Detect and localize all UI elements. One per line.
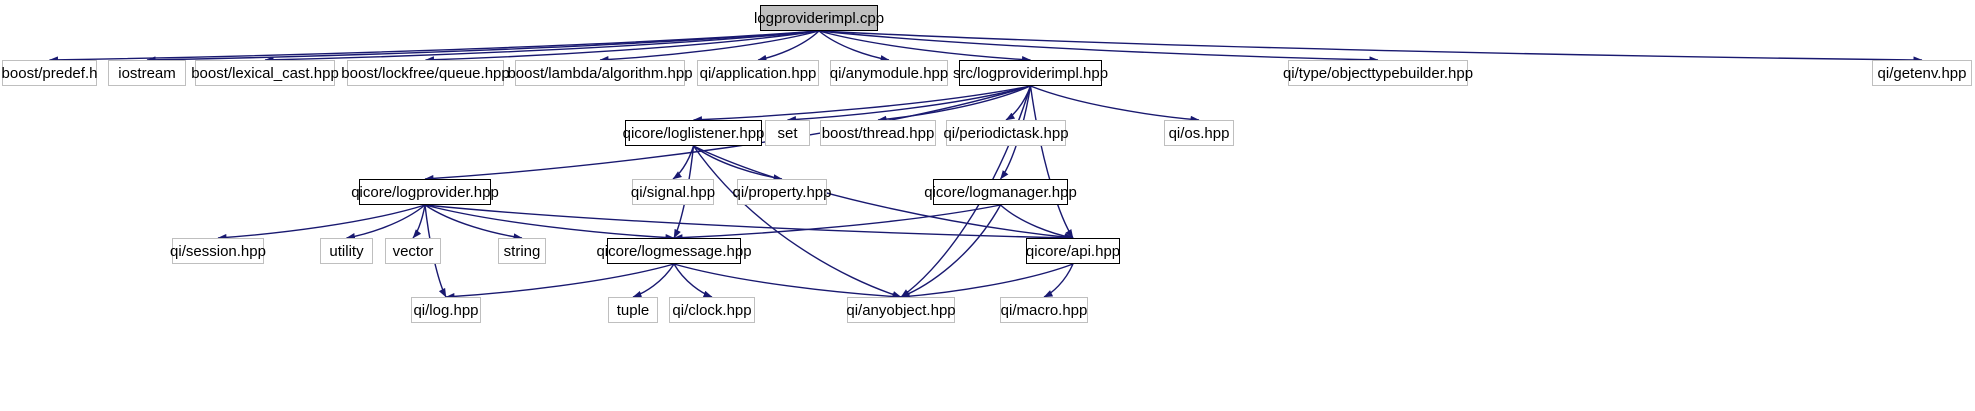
graph-edge-logproviderimpl-to-loglistener (693, 85, 1031, 124)
graph-edge-logmessage-to-log (445, 263, 675, 300)
graph-node-label: qi/os.hpp (1168, 124, 1230, 142)
graph-edge-logmanager-to-anyobject (900, 204, 1002, 298)
graph-node-macro[interactable]: qi/macro.hpp (1000, 297, 1088, 323)
graph-edge-logproviderimpl-to-thread (877, 85, 1031, 123)
graph-edge-logprovider-to-vector (412, 204, 426, 239)
graph-node-label: vector (392, 242, 434, 260)
graph-node-label: qi/signal.hpp (630, 183, 716, 201)
graph-node-predef[interactable]: boost/predef.h (2, 60, 97, 86)
graph-edge-api-to-anyobject (900, 263, 1074, 300)
graph-node-label: logproviderimpl.cpp (753, 9, 885, 27)
graph-node-label: qi/clock.hpp (672, 301, 752, 319)
graph-edge-logproviderimpl-to-periodictask (1005, 85, 1032, 121)
graph-node-label: boost/predef.h (1, 64, 98, 82)
graph-node-label: boost/thread.hpp (821, 124, 935, 142)
graph-node-label: set (777, 124, 798, 142)
graph-edge-logprovider-to-string (424, 204, 523, 241)
graph-edge-root-to-getenv (818, 30, 1923, 64)
graph-node-logmanager[interactable]: qicore/logmanager.hpp (924, 179, 1077, 205)
graph-edge-loglistener-to-anyobject (692, 145, 902, 298)
graph-edge-root-to-lambda (599, 30, 820, 64)
graph-node-label: tuple (616, 301, 650, 319)
graph-node-objecttype[interactable]: qi/type/objecttypebuilder.hpp (1283, 60, 1473, 86)
graph-node-label: qi/application.hpp (699, 64, 817, 82)
graph-edge-root-to-application (757, 30, 820, 62)
graph-node-application[interactable]: qi/application.hpp (697, 60, 819, 86)
graph-edge-logmessage-to-anyobject (673, 263, 902, 300)
graph-node-anyobject[interactable]: qi/anyobject.hpp (846, 297, 956, 323)
graph-node-logprovider[interactable]: qicore/logprovider.hpp (351, 179, 499, 205)
graph-node-label: boost/lockfree/queue.hpp (341, 64, 510, 82)
graph-node-root[interactable]: logproviderimpl.cpp (754, 5, 884, 31)
graph-edge-logproviderimpl-to-api (1029, 85, 1074, 239)
graph-node-lambda[interactable]: boost/lambda/algorithm.hpp (507, 60, 693, 86)
graph-node-anymodule[interactable]: qi/anymodule.hpp (830, 60, 948, 86)
graph-node-label: string (503, 242, 541, 260)
graph-node-label: utility (329, 242, 364, 260)
graph-node-label: qi/log.hpp (413, 301, 479, 319)
graph-node-thread[interactable]: boost/thread.hpp (820, 120, 936, 146)
graph-node-label: qicore/logprovider.hpp (351, 183, 499, 201)
graph-node-utility[interactable]: utility (320, 238, 373, 264)
graph-node-label: qicore/logmessage.hpp (596, 242, 752, 260)
graph-edge-logmessage-to-clock (673, 263, 713, 298)
graph-node-label: boost/lexical_cast.hpp (191, 64, 339, 82)
graph-edge-logmanager-to-logmessage (673, 204, 1001, 242)
graph-edge-loglistener-to-property (693, 145, 783, 182)
graph-node-property[interactable]: qi/property.hpp (733, 179, 831, 205)
graph-node-label: qi/type/objecttypebuilder.hpp (1282, 64, 1474, 82)
graph-node-lexical[interactable]: boost/lexical_cast.hpp (191, 60, 339, 86)
graph-node-logproviderimpl[interactable]: src/logproviderimpl.hpp (953, 60, 1108, 86)
graph-node-label: qicore/loglistener.hpp (622, 124, 765, 142)
graph-node-tuple[interactable]: tuple (608, 297, 658, 323)
graph-edge-logprovider-to-logmessage (424, 204, 675, 242)
graph-node-api[interactable]: qicore/api.hpp (1026, 238, 1120, 264)
graph-edge-logmanager-to-api (1000, 204, 1074, 240)
graph-edge-root-to-lockfree (425, 30, 820, 64)
graph-node-os[interactable]: qi/os.hpp (1164, 120, 1234, 146)
graph-node-label: iostream (118, 64, 176, 82)
graph-edge-api-to-macro (1043, 263, 1074, 298)
graph-node-clock[interactable]: qi/clock.hpp (669, 297, 755, 323)
graph-node-label: qi/getenv.hpp (1877, 64, 1967, 82)
graph-node-label: qi/property.hpp (732, 183, 832, 201)
graph-node-log[interactable]: qi/log.hpp (411, 297, 481, 323)
graph-edge-root-to-objecttype (818, 30, 1379, 64)
graph-node-label: boost/lambda/algorithm.hpp (507, 64, 693, 82)
graph-node-getenv[interactable]: qi/getenv.hpp (1872, 60, 1972, 86)
graph-node-signal[interactable]: qi/signal.hpp (631, 179, 715, 205)
graph-node-label: qicore/logmanager.hpp (924, 183, 1077, 201)
graph-edge-logprovider-to-api (424, 204, 1074, 242)
graph-edge-root-to-predef (49, 30, 820, 64)
graph-node-label: qicore/api.hpp (1025, 242, 1121, 260)
graph-edge-logmessage-to-tuple (632, 263, 675, 298)
graph-node-string[interactable]: string (498, 238, 546, 264)
graph-node-iostream[interactable]: iostream (108, 60, 186, 86)
graph-edge-logprovider-to-utility (346, 204, 426, 240)
graph-node-session[interactable]: qi/session.hpp (170, 238, 266, 264)
graph-node-label: qi/session.hpp (170, 242, 266, 260)
graph-edge-logproviderimpl-to-os (1030, 85, 1200, 123)
graph-node-label: qi/periodictask.hpp (943, 124, 1069, 142)
graph-node-label: qi/macro.hpp (1000, 301, 1088, 319)
graph-edge-logproviderimpl-to-set (787, 85, 1031, 123)
graph-node-label: qi/anymodule.hpp (829, 64, 949, 82)
graph-edge-root-to-lexical (264, 30, 820, 64)
graph-node-lockfree[interactable]: boost/lockfree/queue.hpp (341, 60, 510, 86)
graph-node-label: qi/anyobject.hpp (846, 301, 956, 319)
graph-node-set[interactable]: set (765, 120, 810, 146)
graph-edge-loglistener-to-signal (672, 145, 695, 180)
graph-node-logmessage[interactable]: qicore/logmessage.hpp (596, 238, 752, 264)
graph-node-vector[interactable]: vector (385, 238, 441, 264)
graph-edge-logprovider-to-session (217, 204, 426, 241)
graph-node-loglistener[interactable]: qicore/loglistener.hpp (623, 120, 764, 146)
graph-edge-root-to-logproviderimpl (818, 30, 1031, 63)
graph-edge-root-to-iostream (146, 30, 820, 64)
graph-node-periodictask[interactable]: qi/periodictask.hpp (943, 120, 1069, 146)
graph-edge-root-to-anymodule (818, 30, 890, 62)
graph-node-label: src/logproviderimpl.hpp (952, 64, 1109, 82)
